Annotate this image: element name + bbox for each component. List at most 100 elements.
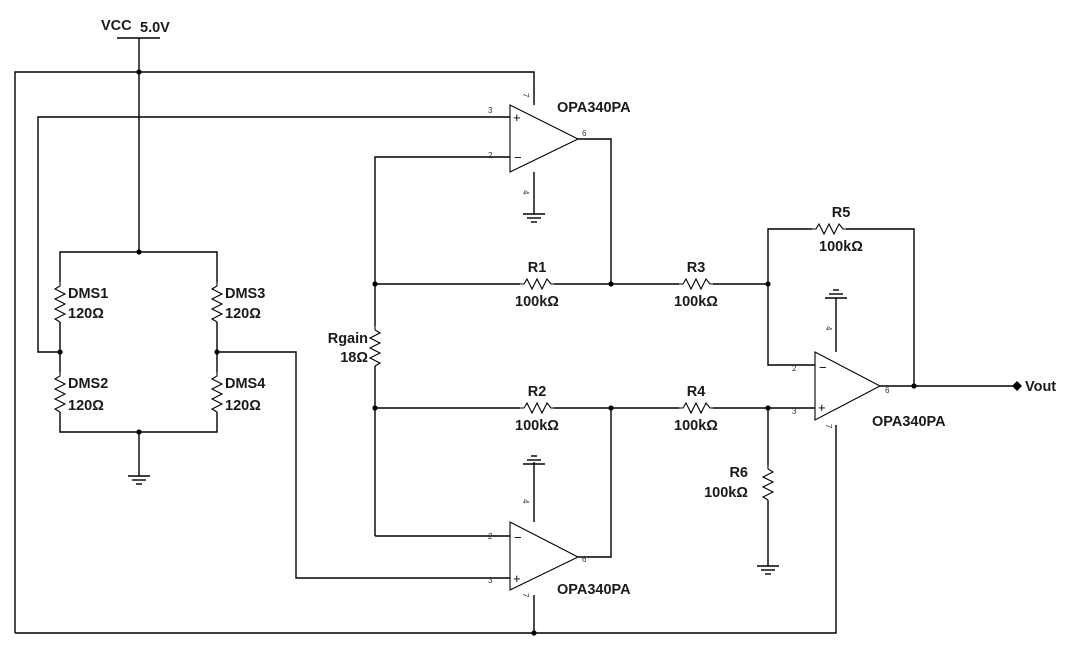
resistor-r2[interactable]	[520, 401, 554, 415]
wire-r5-right[interactable]	[846, 228, 915, 386]
pin-label: 3	[792, 407, 797, 416]
wire-opamp2-out[interactable]	[578, 408, 612, 558]
resistor-symbol	[761, 465, 775, 501]
junction-dot	[136, 429, 142, 435]
wire-opamp1-minus[interactable]	[374, 156, 510, 326]
resistor-symbol	[368, 326, 382, 367]
r6-value: 100kΩ	[704, 485, 748, 501]
rgain-value: 18Ω	[340, 350, 368, 366]
r5-value: 100kΩ	[819, 239, 863, 255]
pin-label: 7	[521, 593, 530, 598]
resistor-r4[interactable]	[679, 401, 713, 415]
pin-label: 2	[488, 151, 493, 160]
dms3-value: 120Ω	[225, 306, 261, 322]
resistor-symbol	[210, 372, 224, 413]
junction-dot	[136, 69, 142, 75]
ground-icon	[523, 455, 545, 465]
resistor-rgain[interactable]	[368, 326, 382, 367]
r4-value: 100kΩ	[674, 418, 718, 434]
pin-label: 3	[488, 576, 493, 585]
rgain-name: Rgain	[328, 331, 368, 347]
resistor-r6[interactable]	[761, 465, 775, 501]
pin-label: 2	[792, 364, 797, 373]
junction-dot	[608, 405, 614, 411]
r2-name: R2	[528, 384, 547, 400]
ground-icon	[523, 213, 545, 223]
pin-label: 4	[824, 326, 833, 331]
resistor-dms4[interactable]	[210, 372, 224, 413]
resistor-symbol	[679, 277, 713, 291]
opamp-part-label: OPA340PA	[557, 582, 631, 598]
opamp-output[interactable]: − + 2 3 6 4 7 OPA340PA	[792, 326, 946, 430]
resistor-symbol	[679, 401, 713, 415]
resistor-symbol	[812, 222, 846, 236]
opamp-part-label: OPA340PA	[872, 414, 946, 430]
junction-dot	[57, 349, 63, 355]
dms1-value: 120Ω	[68, 306, 104, 322]
dms4-name: DMS4	[225, 376, 265, 392]
resistor-dms2[interactable]	[53, 372, 67, 413]
dms4-value: 120Ω	[225, 398, 261, 414]
pin-label: 7	[824, 424, 833, 429]
r2-value: 100kΩ	[515, 418, 559, 434]
wire-bridge-bottom[interactable]	[59, 412, 218, 433]
junction-dot	[608, 281, 614, 287]
resistor-r5[interactable]	[812, 222, 846, 236]
pin-label: 6	[582, 129, 587, 138]
junction-dot	[136, 249, 142, 255]
wire-bridge-left-to-opamp1-plus[interactable]	[37, 116, 510, 353]
r5-name: R5	[832, 205, 851, 221]
junction-dot	[911, 383, 917, 389]
opamp-top[interactable]: + − 3 2 6 4 7 OPA340PA	[488, 93, 631, 195]
wire-r5-left[interactable]	[767, 228, 812, 284]
resistor-symbol	[53, 372, 67, 413]
wire-bridge-top[interactable]	[59, 251, 218, 282]
opamp-triangle	[509, 521, 580, 591]
r1-name: R1	[528, 260, 547, 276]
pin-label: 4	[521, 190, 530, 195]
junctions	[57, 69, 917, 636]
plus-sign: +	[513, 110, 521, 125]
pin-label: 6	[885, 386, 890, 395]
resistor-symbol	[520, 277, 554, 291]
opamp-triangle	[814, 351, 882, 421]
resistor-r1[interactable]	[520, 277, 554, 291]
r1-value: 100kΩ	[515, 294, 559, 310]
dms3-name: DMS3	[225, 286, 265, 302]
wire-opamp1-out[interactable]	[578, 138, 612, 284]
vcc-value: 5.0V	[140, 20, 170, 36]
wire-bridge-right-to-opamp2-plus[interactable]	[217, 351, 510, 579]
ground-icon	[128, 475, 150, 485]
vout-label: Vout	[1025, 379, 1056, 395]
junction-dot	[214, 349, 220, 355]
pin-label: 6	[582, 555, 587, 564]
resistor-r3[interactable]	[679, 277, 713, 291]
r6-name: R6	[729, 465, 748, 481]
pin-label: 4	[521, 499, 530, 504]
minus-sign: −	[514, 530, 522, 545]
minus-sign: −	[819, 360, 827, 375]
vout-terminal[interactable]: Vout	[1012, 379, 1056, 395]
dms2-name: DMS2	[68, 376, 108, 392]
minus-sign: −	[514, 150, 522, 165]
plus-sign: +	[818, 400, 826, 415]
plus-sign: +	[513, 571, 521, 586]
resistor-dms3[interactable]	[210, 282, 224, 323]
wire-vcc-rail-bottom[interactable]	[15, 425, 837, 634]
dms1-name: DMS1	[68, 286, 108, 302]
junction-dot	[765, 281, 771, 287]
pin-label: 3	[488, 106, 493, 115]
junction-dot	[372, 281, 378, 287]
resistor-symbol	[53, 282, 67, 323]
dms2-value: 120Ω	[68, 398, 104, 414]
resistor-dms1[interactable]	[53, 282, 67, 323]
wire-vcc-rail-top[interactable]	[14, 71, 535, 633]
resistor-symbol	[520, 401, 554, 415]
ground-icon	[825, 289, 847, 299]
wire-opamp3-minus[interactable]	[767, 284, 815, 366]
opamp-bottom[interactable]: − + 2 3 6 4 7 OPA340PA	[488, 499, 631, 598]
r3-name: R3	[687, 260, 706, 276]
r3-value: 100kΩ	[674, 294, 718, 310]
wires	[14, 37, 1017, 634]
